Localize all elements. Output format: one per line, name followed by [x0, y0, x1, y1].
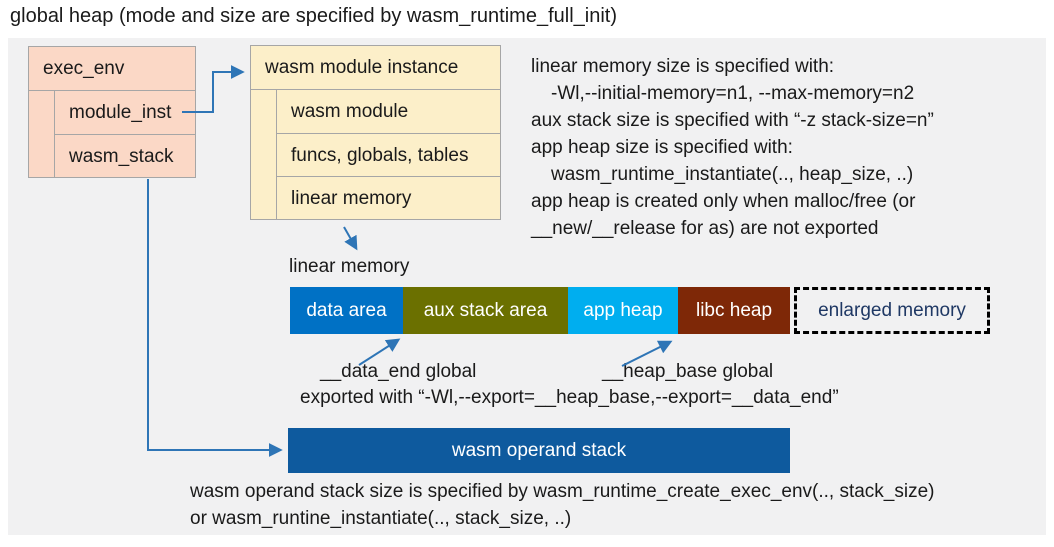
note-line: app heap is created only when malloc/fre…: [531, 191, 916, 212]
segment-libc-heap: libc heap: [678, 287, 790, 334]
exec-env-row-module-inst: module_inst: [54, 91, 195, 134]
exec-env-box: exec_env module_inst wasm_stack: [28, 46, 196, 178]
module-instance-box: wasm module instance wasm module funcs, …: [250, 45, 501, 220]
linear-memory-bar: data area aux stack area app heap libc h…: [290, 287, 990, 334]
module-instance-row-funcs-globals-tables: funcs, globals, tables: [276, 133, 500, 176]
note-line: app heap size is specified with:: [531, 137, 793, 158]
note-line: wasm operand stack size is specified by …: [190, 481, 935, 502]
exec-env-header: exec_env: [29, 47, 195, 91]
data-end-global-label: __data_end global: [320, 361, 477, 382]
export-note: exported with “-Wl,--export=__heap_base,…: [300, 387, 839, 408]
note-line: or wasm_runtine_instantiate(.., stack_si…: [190, 508, 572, 529]
segment-enlarged-memory: enlarged memory: [794, 287, 990, 334]
note-line: __new/__release for as) are not exported: [531, 218, 879, 239]
heap-base-global-label: __heap_base global: [602, 361, 774, 382]
note-line: wasm_runtime_instantiate(.., heap_size, …: [551, 164, 914, 185]
module-instance-row-linear-memory: linear memory: [276, 176, 500, 219]
note-line: -Wl,--initial-memory=n1, --max-memory=n2: [551, 83, 915, 104]
exec-env-row-wasm-stack: wasm_stack: [54, 134, 195, 177]
segment-aux-stack-area: aux stack area: [403, 287, 568, 334]
note-line: aux stack size is specified with “-z sta…: [531, 110, 934, 131]
module-instance-header: wasm module instance: [251, 46, 500, 90]
module-instance-row-wasm-module: wasm module: [276, 90, 500, 133]
segment-data-area: data area: [290, 287, 403, 334]
wasm-operand-stack-bar: wasm operand stack: [288, 428, 790, 473]
size-notes: linear memory size is specified with: -W…: [531, 53, 934, 242]
linear-memory-label: linear memory: [289, 256, 410, 277]
segment-app-heap: app heap: [568, 287, 678, 334]
note-line: linear memory size is specified with:: [531, 56, 835, 77]
operand-stack-notes: wasm operand stack size is specified by …: [190, 478, 935, 532]
diagram-title: global heap (mode and size are specified…: [10, 5, 617, 27]
